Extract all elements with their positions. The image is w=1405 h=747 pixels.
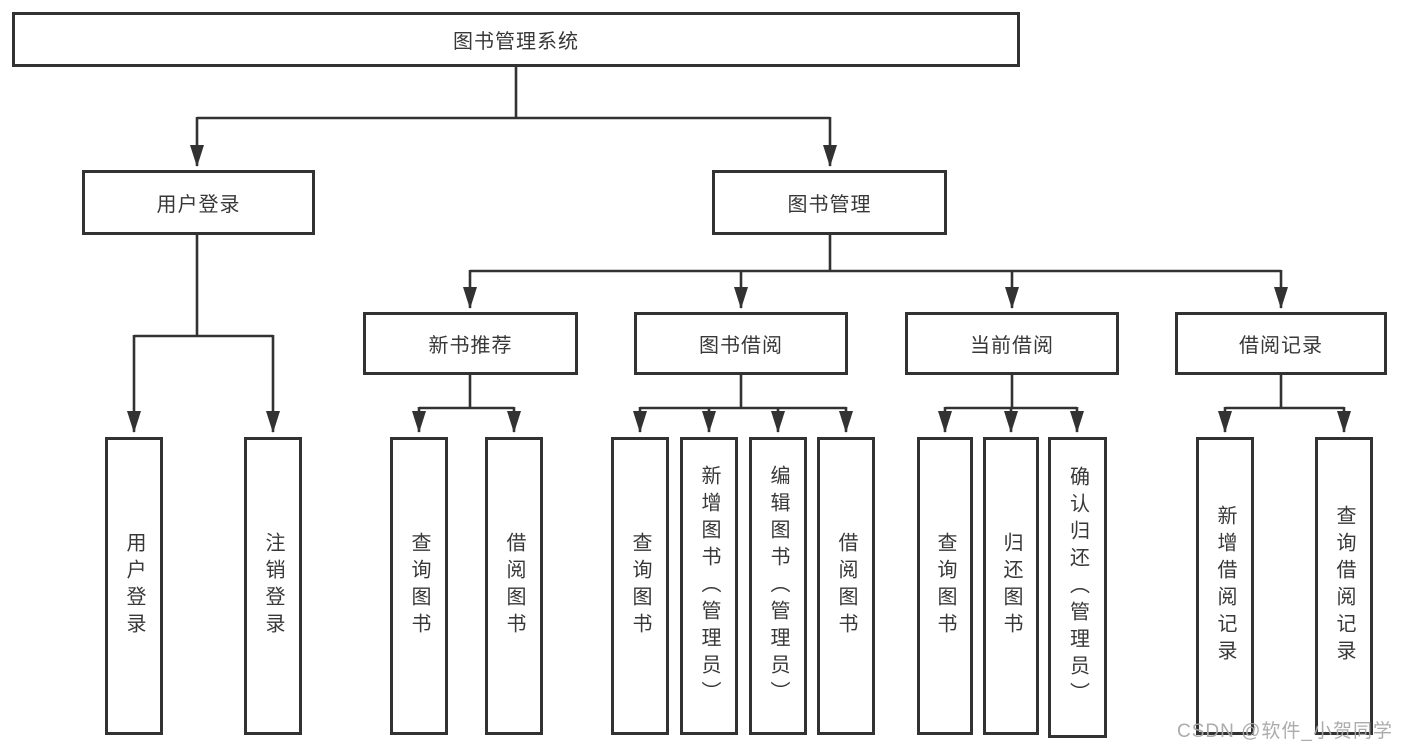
node-book-borrow: 图书借阅 (634, 312, 848, 375)
leaf-current-confirm-return-admin: 确认归还（管理员） (1048, 437, 1107, 738)
leaf-borrow-borrow-book: 借阅图书 (817, 437, 875, 735)
leaf-current-return-book: 归还图书 (983, 437, 1039, 735)
node-current-borrow: 当前借阅 (905, 312, 1119, 375)
csdn-watermark: CSDN @软件_小贺同学 (1177, 721, 1393, 742)
leaf-records-query-record: 查询借阅记录 (1315, 437, 1373, 735)
node-book-management-branch: 图书管理 (712, 170, 947, 235)
leaf-recommend-query-book: 查询图书 (390, 437, 448, 735)
leaf-borrow-query-book: 查询图书 (611, 437, 669, 735)
leaf-user-login: 用户登录 (105, 437, 163, 735)
node-borrow-records: 借阅记录 (1175, 312, 1387, 375)
node-user-login-branch: 用户登录 (82, 170, 315, 235)
leaf-borrow-edit-book-admin: 编辑图书（管理员） (749, 437, 807, 735)
leaf-user-logout: 注销登录 (244, 437, 302, 735)
leaf-current-query-book: 查询图书 (917, 437, 973, 735)
leaf-records-add-record: 新增借阅记录 (1196, 437, 1254, 735)
leaf-recommend-borrow-book: 借阅图书 (485, 437, 543, 735)
node-new-book-recommend: 新书推荐 (363, 312, 578, 375)
leaf-borrow-add-book-admin: 新增图书（管理员） (680, 437, 738, 735)
node-root-library-system: 图书管理系统 (12, 12, 1020, 67)
